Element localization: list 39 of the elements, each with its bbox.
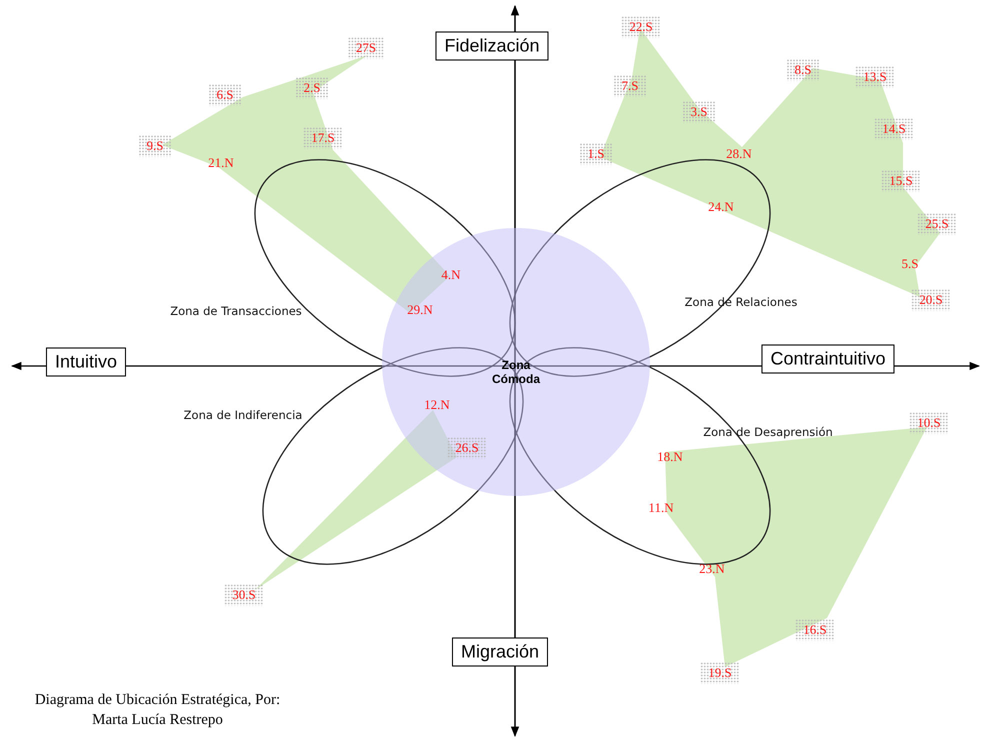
- data-point-label: 13.S: [855, 66, 895, 88]
- data-point-label: 4.N: [440, 266, 462, 284]
- data-point-label: 7.S: [614, 75, 646, 97]
- data-point-label: 29.N: [406, 301, 434, 319]
- data-point-label: 30.S: [224, 584, 264, 606]
- zone-label: Zona de Transacciones: [170, 304, 302, 318]
- data-point-label: 8.S: [786, 59, 820, 81]
- data-point-label: 2.S: [296, 77, 328, 99]
- axis-label-box: Intuitivo: [46, 348, 126, 376]
- zone-label: Zona de Indiferencia: [184, 408, 302, 422]
- data-point-label: 3.S: [682, 101, 716, 123]
- axis-label-box: Fidelización: [435, 32, 549, 60]
- data-point-label: 27S: [348, 37, 384, 59]
- data-point-label: 18.N: [656, 448, 684, 466]
- data-point-label: 28.N: [725, 145, 753, 163]
- axis-label-box: Migración: [452, 638, 548, 666]
- data-point-label: 24.N: [707, 198, 735, 216]
- data-point-label: 12.N: [423, 396, 451, 414]
- data-point-label: 11.N: [647, 499, 675, 517]
- caption: Diagrama de Ubicación Estratégica, Por: Marta Lucía Restrepo: [34, 691, 282, 730]
- data-point-label: 10.S: [909, 412, 949, 434]
- data-point-label: 15.S: [881, 170, 921, 192]
- data-point-label: 20.S: [911, 289, 951, 311]
- data-point-label: 17.S: [303, 127, 343, 149]
- data-point-label: 6.S: [208, 84, 242, 106]
- data-point-label: 25.S: [917, 213, 957, 235]
- data-point-label: 26.S: [447, 437, 487, 459]
- data-point-label: 22.S: [621, 16, 661, 38]
- data-point-label: 16.S: [795, 619, 835, 641]
- data-point-label: 9.S: [138, 135, 172, 157]
- data-point-label: 21.N: [207, 154, 235, 172]
- data-point-label: 5.S: [900, 255, 920, 273]
- data-point-label: 14.S: [874, 118, 914, 140]
- zone-title: Zona Cómoda: [491, 358, 542, 386]
- data-point-label: 1.S: [580, 143, 612, 165]
- data-point-label: 23.N: [698, 560, 726, 578]
- data-point-label: 19.S: [700, 662, 740, 684]
- axis-label-box: Contraintuitivo: [761, 344, 895, 374]
- zone-label: Zona de Desaprensión: [703, 425, 833, 439]
